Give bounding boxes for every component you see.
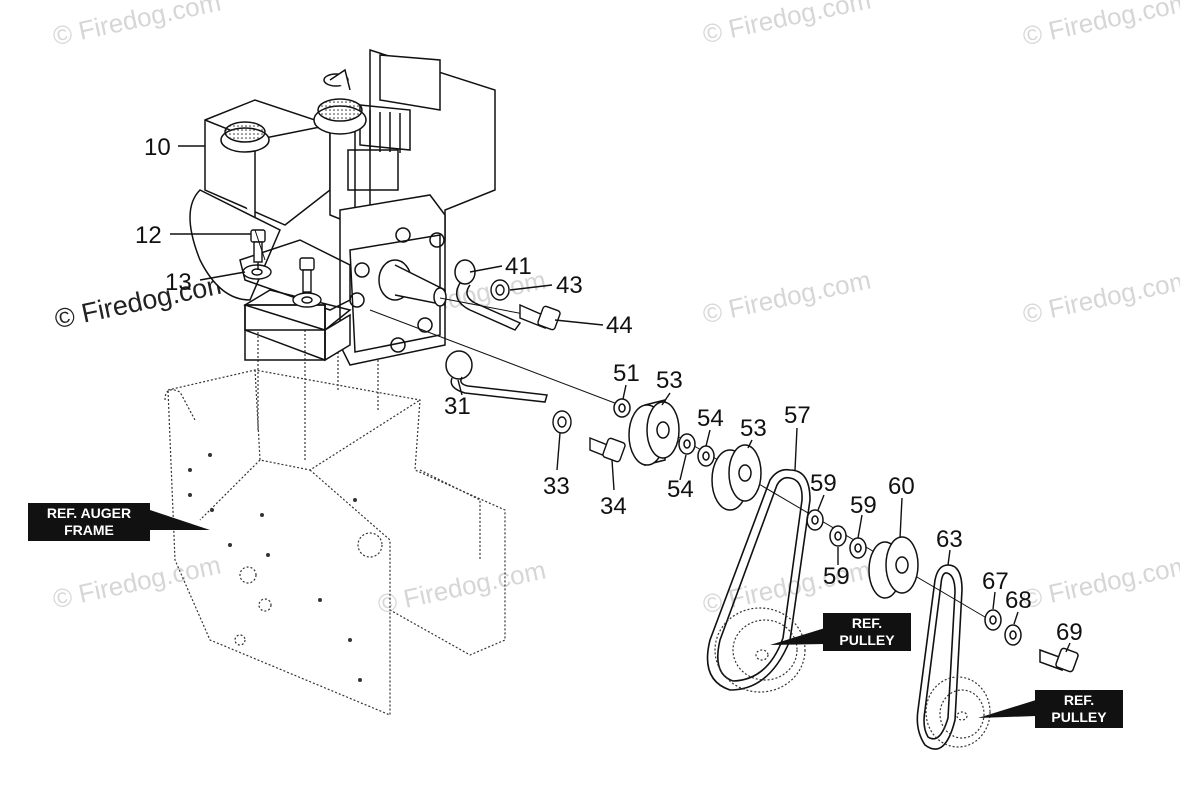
ref-pulley-line2: PULLEY (839, 632, 895, 648)
frame-holes (188, 453, 362, 682)
callout-63: 63 (936, 526, 963, 553)
callout-44: 44 (606, 312, 633, 339)
callout-67: 67 (982, 568, 1009, 595)
callout-numbers: 10 12 13 41 43 44 31 33 34 51 53 54 54 5… (135, 134, 1083, 646)
ref-pulley-line2: PULLEY (1051, 709, 1107, 725)
callout-43: 43 (556, 272, 583, 299)
callout-54: 54 (667, 476, 694, 503)
callout-34: 34 (600, 493, 627, 520)
callout-31: 31 (444, 393, 471, 420)
callout-41: 41 (505, 253, 532, 280)
ref-auger-frame-line2: FRAME (64, 522, 114, 538)
callout-53: 53 (656, 367, 683, 394)
ref-auger-frame-line1: REF. AUGER (46, 505, 132, 521)
callout-59: 59 (850, 492, 877, 519)
leader-lines (170, 145, 1071, 653)
hook-rods (445, 259, 548, 403)
callout-54: 54 (697, 405, 724, 432)
belts (706, 468, 963, 750)
callout-69: 69 (1056, 619, 1083, 646)
ref-pulley-line1: REF. (851, 615, 883, 631)
callout-60: 60 (888, 473, 915, 500)
callout-33: 33 (543, 473, 570, 500)
ref-pulleys (714, 607, 991, 748)
callout-68: 68 (1005, 587, 1032, 614)
hardware (490, 279, 626, 463)
ref-auger-frame-label: REF. AUGER FRAME (28, 503, 150, 541)
engine (189, 48, 496, 366)
ref-pulley-label: REF. PULLEY (823, 613, 911, 651)
ref-arrows (150, 510, 1036, 718)
ref-pulley-line1: REF. (1063, 692, 1095, 708)
pulleys (613, 398, 1079, 673)
callout-51: 51 (613, 360, 640, 387)
callout-10: 10 (144, 134, 171, 161)
callout-57: 57 (784, 402, 811, 429)
callout-12: 12 (135, 222, 162, 249)
callout-53: 53 (740, 415, 767, 442)
ref-pulley-label: REF. PULLEY (1035, 690, 1123, 728)
callout-13: 13 (165, 269, 192, 296)
callout-59: 59 (810, 470, 837, 497)
engine-bolts (242, 229, 322, 308)
callout-59: 59 (823, 563, 850, 590)
